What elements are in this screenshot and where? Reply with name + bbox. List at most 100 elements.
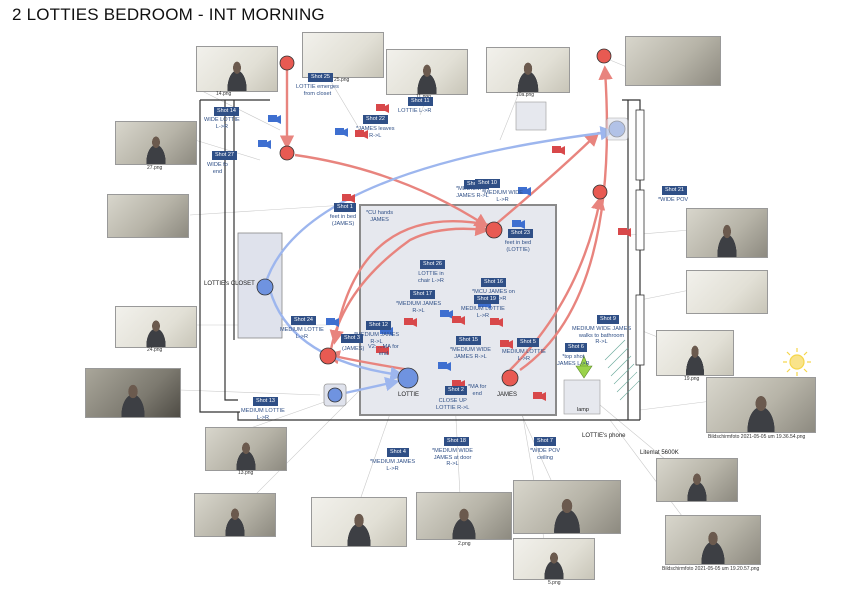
shot-note: *MA for end <box>468 384 487 397</box>
shot-note: feet in bed (JAMES) <box>330 214 357 227</box>
shot-note: *MEDIUM JAMES L->R <box>370 459 416 472</box>
actor-markers <box>256 48 629 407</box>
shot-note: *top shot JAMES L->R <box>557 354 590 367</box>
shot-badge: Shot 19 <box>474 295 499 304</box>
shot-badge: Shot 12 <box>366 321 391 330</box>
thumbnail-james-chair <box>85 368 181 418</box>
thumbnail-caption: Bildschirmfoto 2021-05-05 um 19.36.54.pn… <box>708 434 806 440</box>
shot-badge: Shot 14 <box>214 107 239 116</box>
thumbnail-caption: 10a.png <box>516 92 535 98</box>
thumbnail-13 <box>205 427 287 471</box>
thumbnail-james-cu <box>194 493 276 537</box>
shot-badge: Shot 7 <box>534 437 556 446</box>
shot-badge: Shot 16 <box>481 278 506 287</box>
thumbnail-27 <box>115 121 197 165</box>
shot-note: feet in bed (LOTTIE) <box>505 240 532 253</box>
shot-note: MEDIUM LOTTIE L->R <box>502 349 546 362</box>
litemat <box>604 339 641 401</box>
shot-note: LOTTIE in chair L->R <box>418 271 444 284</box>
room-walls <box>199 99 641 421</box>
shot-note: *MEDIUM WIDE JAMES R->L <box>450 347 492 360</box>
thumbnail-10a <box>486 47 570 93</box>
thumbnail-caption: Bildschirmfoto 2021-05-05 um 19.20.57.pn… <box>662 566 760 572</box>
thumbnail-5 <box>513 538 595 580</box>
shot-badge: Shot 21 <box>662 186 687 195</box>
thumbnail-caption: 14.png <box>216 91 232 97</box>
shot-badge: Shot 6 <box>565 343 587 352</box>
james-movement-paths <box>263 126 615 395</box>
shot-badge: Shot 15 <box>456 336 481 345</box>
shot-badge: Shot 9 <box>597 315 619 324</box>
thumbnail-caption: 19.png <box>684 376 700 382</box>
james-label: JAMES <box>497 392 518 398</box>
thumbnail-pov <box>625 36 721 86</box>
shot-badge: Shot 24 <box>291 316 316 325</box>
shot-note: LOTTIE emerges from closet <box>296 84 339 97</box>
thumbnail-james-bed <box>656 458 738 502</box>
shot-note: *MEDIUM WIDE JAMES at door R->L <box>432 448 474 468</box>
shot-note: *MEDIUM JAMES R->L <box>354 332 400 345</box>
shot-note: *MEDIUM JAMES R->L <box>396 301 442 314</box>
thumbnail-bildschirmfoto-1 <box>706 377 816 433</box>
shot-note: *WIDE POV <box>658 197 689 203</box>
shot-badge: Shot 26 <box>420 260 445 269</box>
shot-badge: Shot 5 <box>517 338 539 347</box>
sun-icon <box>783 348 811 376</box>
thumbnail-bildschirmfoto-2 <box>665 515 761 565</box>
page-title: 2 LOTTIES BEDROOM - INT MORNING <box>12 5 325 24</box>
shot-badge: Shot 13 <box>253 397 278 406</box>
shot-badge: Shot 27 <box>212 151 237 160</box>
shot-badge: Shot 3 <box>341 334 363 343</box>
thumbnail-caption: 2.png <box>458 541 471 547</box>
thumbnail-caption: 13.png <box>238 470 254 476</box>
thumbnail-2 <box>416 492 512 540</box>
shot-note: MEDIUM LOTTIE L->R <box>241 408 285 421</box>
shot-badge: Shot 23 <box>508 229 533 238</box>
shot-badge: Shot 1 <box>334 203 356 212</box>
thumbnail-19 <box>656 330 734 376</box>
closet-label: LOTTIE's CLOSET <box>204 281 255 287</box>
thumbnail-bathroom <box>686 270 768 314</box>
thumbnail-24 <box>115 306 197 348</box>
lottie-label: LOTTIE <box>398 392 420 398</box>
lamp-icon <box>575 355 593 379</box>
shot-note: *CU hands JAMES <box>366 210 394 223</box>
shot-badge: Shot 17 <box>410 290 435 299</box>
shot-badge: Shot 2 <box>445 386 467 395</box>
thumbnail-caption: 24.png <box>147 347 163 353</box>
phone-label: LOTTIE's phone <box>582 433 626 439</box>
shot-note: LOTTIE L->R <box>398 108 432 114</box>
thumbnail-11 <box>386 49 468 95</box>
thumbnail-wide-pov <box>513 480 621 534</box>
shot-note: *WIDE POV ceiling <box>530 448 561 461</box>
shot-note: MEDIUM WIDE JAMES walks to bathroom R->L <box>572 326 632 346</box>
shot-badge: Shot 11 <box>408 97 433 106</box>
thumbnail-feet <box>107 194 189 238</box>
thumbnail-caption: 27.png <box>147 165 163 171</box>
shot-note: (JAMES) <box>342 346 365 352</box>
shot-badge: Shot 22 <box>363 115 388 124</box>
thumbnail-james-medium <box>311 497 407 547</box>
shot-note: MEDIUM LOTTIE L->R <box>280 327 324 340</box>
thumbnail-james-window <box>686 208 768 258</box>
thumbnail-25 <box>302 32 384 78</box>
thumbnail-14 <box>196 46 278 92</box>
shot-note: *MEDIUM WIDE L->R <box>482 190 524 203</box>
shot-note: MEDIUM LOTTIE L->R <box>461 306 505 319</box>
shot-note: WIDE LOTTIE L->R <box>204 117 240 130</box>
thumbnail-caption: 25.png <box>334 77 350 83</box>
lamp-label: lamp <box>577 407 589 413</box>
shot-badge: Shot 4 <box>387 448 409 457</box>
litemat-label: Litemat 5600K <box>640 450 679 456</box>
shot-badge: Shot 25 <box>308 73 333 82</box>
shot-note: WIDE fo end <box>207 162 228 175</box>
thumbnail-caption: 5.png <box>548 580 561 586</box>
shot-note: CLOSE UP LOTTIE R->L <box>436 398 470 411</box>
shot-note: *MEDIUM JA JAMES R->L <box>456 186 489 199</box>
shot-note: V2: ...MA for end <box>368 344 399 357</box>
shot-badge: Shot 18 <box>444 437 469 446</box>
shot-note: *JAMES leaves R->L <box>356 126 395 139</box>
shot-badge: Shot 10 <box>475 179 500 188</box>
